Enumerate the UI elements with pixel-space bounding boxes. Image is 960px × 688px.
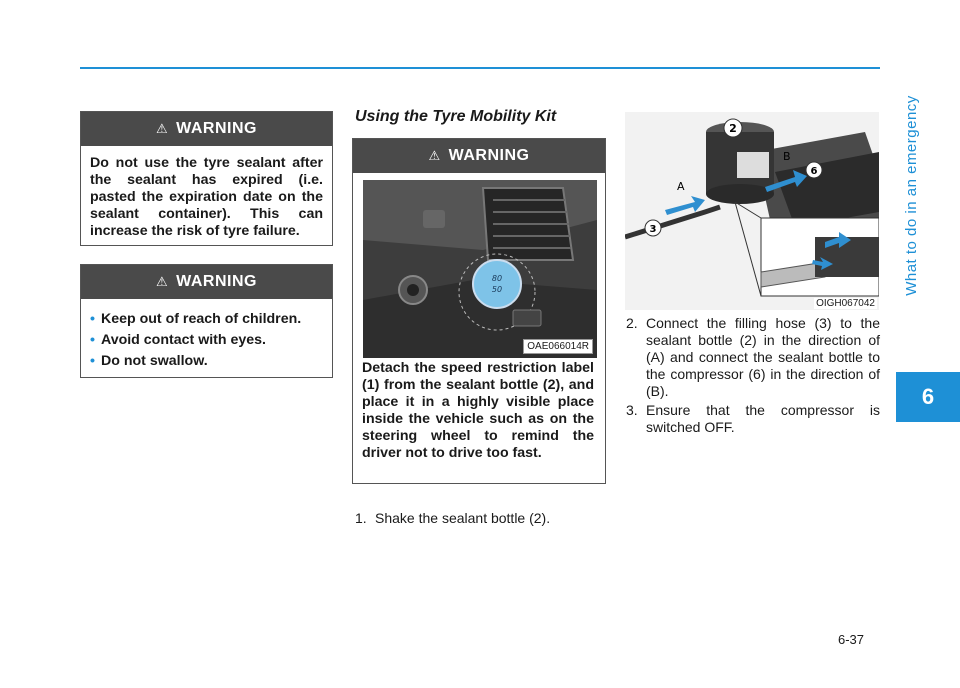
- warning-triangle-icon: ⚠: [428, 148, 441, 163]
- image-code-label: OIGH067042: [814, 298, 877, 309]
- chapter-title-vertical: What to do in an emergency: [902, 94, 920, 296]
- warning-list-item: Avoid contact with eyes.: [90, 332, 323, 349]
- image-code-label: OAE066014R: [523, 339, 593, 354]
- warning-triangle-icon: ⚠: [156, 121, 169, 136]
- dashboard-illustration: 80 50: [363, 180, 597, 358]
- step-2: 2. Connect the filling hose (3) to the s…: [626, 315, 880, 399]
- warning-text: Do not use the tyre sealant after the se…: [90, 155, 323, 239]
- tyre-mobility-kit-diagram: 2 6 3 A B OIGH067042: [624, 112, 880, 310]
- warning-header: ⚠ WARNING: [81, 265, 332, 299]
- warning-box-safety: ⚠ WARNING Keep out of reach of children.…: [80, 264, 333, 378]
- direction-b: B: [783, 150, 791, 163]
- page-number: 6-37: [838, 632, 865, 647]
- warning-header: ⚠ WARNING: [81, 112, 332, 146]
- section-title: Using the Tyre Mobility Kit: [355, 108, 557, 125]
- warning-list-item: Keep out of reach of children.: [90, 311, 323, 328]
- dashboard-photo: 80 50 OAE066014R: [363, 180, 597, 358]
- speed-label-number: 50: [492, 285, 502, 294]
- warning-header: ⚠ WARNING: [353, 139, 605, 173]
- step-1: 1. Shake the sealant bottle (2).: [355, 510, 551, 526]
- warning-list-item: Do not swallow.: [90, 353, 323, 370]
- chapter-number-tab: 6: [896, 372, 960, 422]
- warning-list-body: Keep out of reach of children. Avoid con…: [81, 299, 332, 383]
- header-rule: [80, 67, 880, 69]
- sealant-kit-illustration: 2 6 3 A B: [624, 112, 880, 310]
- callout-6: 6: [811, 166, 818, 177]
- speed-label-number: 80: [492, 274, 502, 283]
- warning-triangle-icon: ⚠: [156, 274, 169, 289]
- direction-a: A: [677, 180, 685, 193]
- warning-box-sealant-expiry: ⚠ WARNING Do not use the tyre sealant af…: [80, 111, 333, 246]
- step-3: 3. Ensure that the compressor is switche…: [626, 402, 880, 435]
- callout-2: 2: [729, 122, 737, 135]
- warning-text: Detach the speed restriction label (1) f…: [362, 360, 594, 461]
- callout-3: 3: [650, 224, 657, 235]
